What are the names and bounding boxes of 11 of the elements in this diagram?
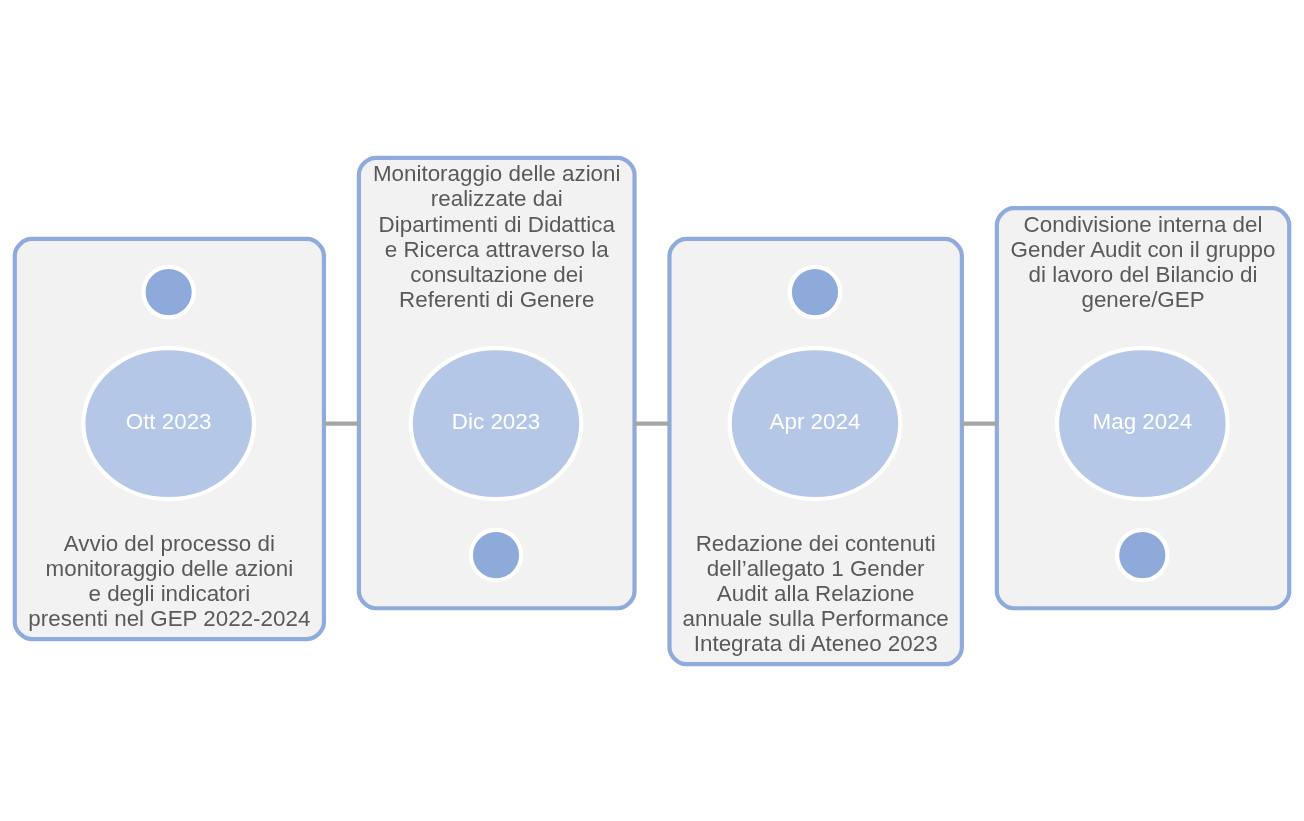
connector xyxy=(634,421,670,426)
node-ellipse: Dic 2023 xyxy=(408,345,584,501)
node-ellipse: Ott 2023 xyxy=(81,345,257,501)
node-circle xyxy=(141,264,196,319)
node-circle xyxy=(1115,527,1170,582)
node-ellipse: Mag 2024 xyxy=(1054,345,1230,501)
node-circle xyxy=(787,264,843,319)
node-circle xyxy=(468,527,524,582)
node-ellipse: Apr 2024 xyxy=(727,345,903,501)
connector xyxy=(323,421,359,426)
connector xyxy=(961,421,997,426)
